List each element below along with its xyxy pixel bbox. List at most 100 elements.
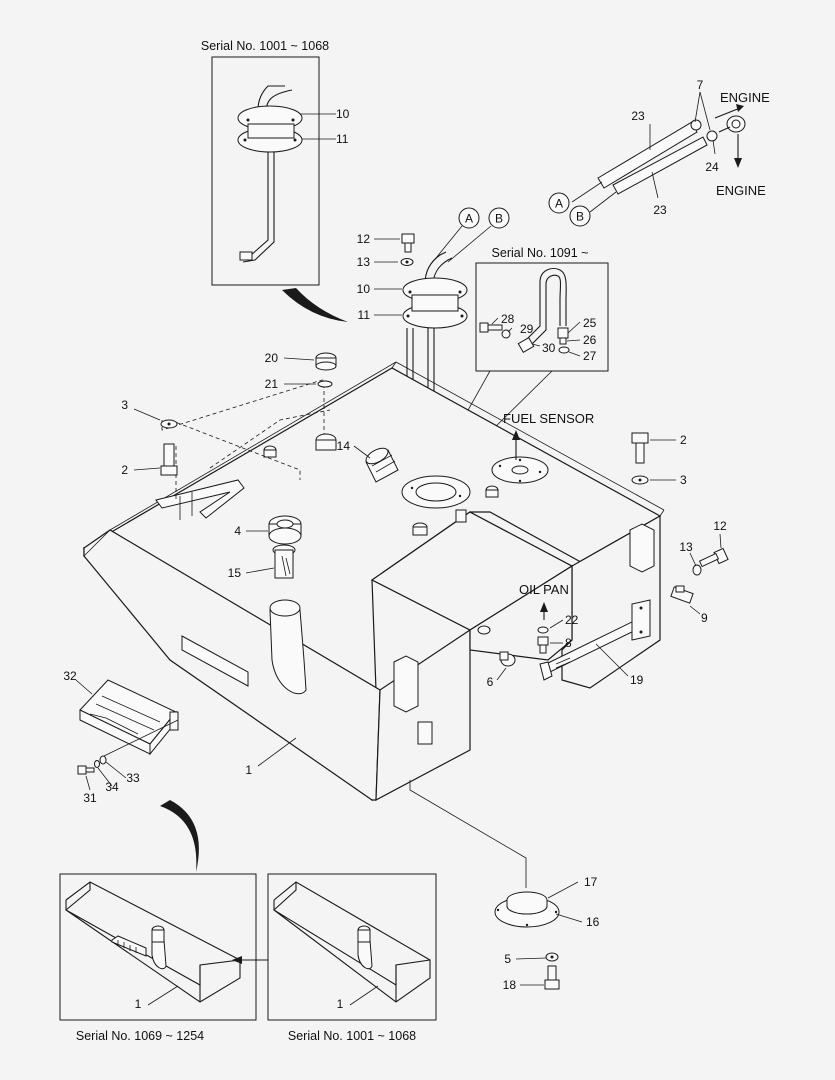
bolt-2-left — [160, 443, 178, 476]
cover-16 — [494, 891, 560, 928]
label-12-right: 12 — [713, 519, 727, 533]
label-32: 32 — [63, 669, 77, 683]
label-5: 5 — [504, 952, 511, 966]
annotation-engine-bottom: ENGINE — [716, 183, 766, 198]
engine-hoses — [571, 91, 746, 213]
bolt-2-right — [631, 432, 649, 464]
label-27: 27 — [583, 349, 597, 363]
pointer-arrow-bottom-inset — [160, 800, 199, 872]
svg-text:A: A — [465, 212, 473, 226]
drain-hose-19 — [539, 599, 651, 681]
label-16: 16 — [586, 915, 600, 929]
label-11-inset: 11 — [336, 132, 349, 146]
filler-neck — [269, 609, 307, 695]
inset-top-caption: Serial No. 1001 ~ 1068 — [201, 39, 329, 53]
label-6: 6 — [487, 675, 494, 689]
leader-tank-to-cover — [409, 780, 527, 888]
connector-a-top: A — [458, 207, 480, 229]
label-19: 19 — [630, 673, 644, 687]
label-29: 29 — [520, 322, 534, 336]
label-12: 12 — [357, 232, 371, 246]
label-23-top: 23 — [631, 109, 645, 123]
oring-21 — [317, 380, 333, 388]
label-7: 7 — [697, 78, 704, 92]
label-14: 14 — [337, 439, 351, 453]
label-22: 22 — [565, 613, 579, 627]
bolt-31 — [77, 765, 95, 775]
label-11: 11 — [358, 308, 371, 322]
label-33: 33 — [126, 771, 140, 785]
bolt-28 — [479, 322, 503, 333]
connector-b-right: B — [569, 205, 591, 227]
inset-top-frame — [211, 56, 320, 286]
label-10-inset: 10 — [336, 107, 350, 121]
label-26: 26 — [583, 333, 597, 347]
label-30: 30 — [542, 341, 556, 355]
sender-unit-main — [398, 251, 468, 450]
inset-mid-frame — [475, 262, 609, 372]
inset-bottom-right-caption: Serial No. 1001 ~ 1068 — [288, 1029, 416, 1043]
inset-bottom-left-frame — [59, 873, 257, 1021]
inset-mid-caption: Serial No. 1091 ~ — [492, 246, 589, 260]
annotation-fuel-sensor: FUEL SENSOR — [503, 411, 594, 426]
label-1-bottom-left: 1 — [135, 997, 142, 1011]
cap-20 — [315, 352, 337, 371]
label-8: 8 — [565, 636, 572, 650]
pointer-arrow-top-inset — [282, 288, 348, 322]
washer-13-right — [692, 564, 702, 576]
fitting-8 — [537, 636, 549, 654]
label-9: 9 — [701, 611, 708, 625]
strainer-14 — [365, 447, 399, 483]
label-21: 21 — [265, 377, 279, 391]
label-18: 18 — [503, 978, 517, 992]
label-10: 10 — [357, 282, 371, 296]
svg-text:B: B — [495, 212, 503, 226]
label-2-right: 2 — [680, 433, 687, 447]
filler-cap-4 — [268, 515, 302, 545]
label-13-right: 13 — [679, 540, 693, 554]
bolt-12 — [401, 233, 415, 253]
label-13: 13 — [357, 255, 371, 269]
label-25: 25 — [583, 316, 597, 330]
inset-mid-serial-1091: Serial No. 1091 ~ — [475, 246, 609, 372]
front-side-bracket — [417, 721, 433, 745]
washer-34 — [94, 760, 100, 768]
drain-valve-9 — [670, 585, 694, 604]
step-32 — [79, 679, 179, 756]
filler-strainer-15 — [272, 544, 296, 579]
label-17: 17 — [584, 875, 598, 889]
label-3-right: 3 — [680, 473, 687, 487]
label-3-left: 3 — [121, 398, 128, 412]
inset-top-serial-1001-1068: Serial No. 1001 ~ 1068 10 11 — [201, 39, 350, 286]
label-28: 28 — [501, 312, 515, 326]
oring-22 — [537, 626, 549, 634]
svg-text:A: A — [555, 197, 563, 211]
arrow-between-insets — [232, 956, 242, 964]
label-15: 15 — [228, 566, 242, 580]
inset-bottom-left: 1 — [59, 873, 257, 1021]
label-24: 24 — [705, 160, 719, 174]
inset-bottom-right: 1 — [267, 873, 437, 1021]
annotation-oil-pan: OIL PAN — [519, 582, 569, 597]
bolt-18 — [544, 965, 560, 990]
connector-b-top: B — [488, 207, 510, 229]
label-31: 31 — [83, 791, 97, 805]
label-20: 20 — [265, 351, 279, 365]
fuel-tank-main — [82, 361, 665, 802]
inset-top-sender-unit — [237, 85, 303, 263]
front-label-plate — [181, 635, 249, 687]
inset-bottom-left-caption: Serial No. 1069 ~ 1254 — [76, 1029, 204, 1043]
connector-a-right: A — [548, 192, 570, 214]
label-34: 34 — [105, 780, 119, 794]
svg-text:B: B — [576, 210, 584, 224]
label-4: 4 — [234, 524, 241, 538]
mount-bracket-top — [155, 479, 245, 519]
plug-6 — [499, 651, 516, 667]
label-1: 1 — [245, 763, 252, 777]
inset-bottom-right-frame — [267, 873, 437, 1021]
annotation-engine-top: ENGINE — [720, 90, 770, 105]
bolt-12-right — [698, 547, 729, 568]
label-2-left: 2 — [121, 463, 128, 477]
label-1-bottom-right: 1 — [337, 997, 344, 1011]
